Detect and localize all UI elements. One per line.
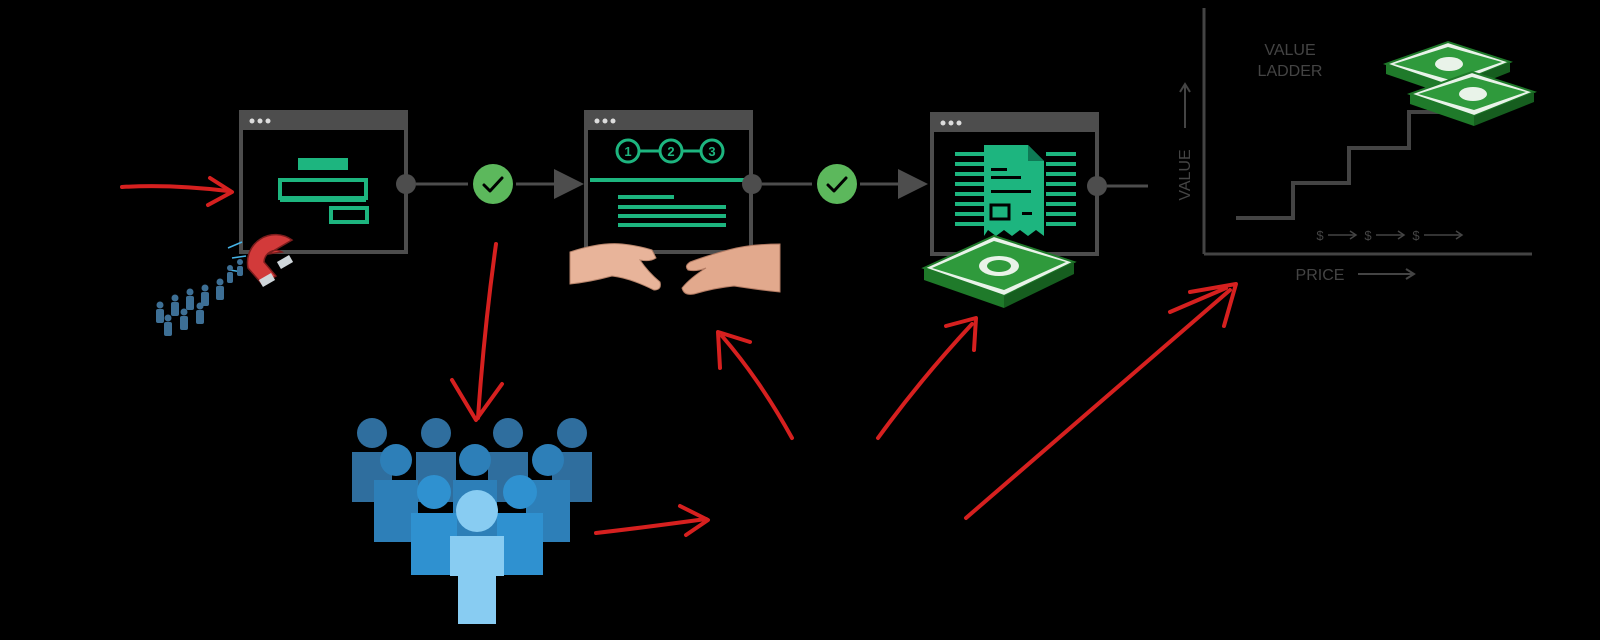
ladder-steps-line — [1236, 110, 1450, 220]
red-arrow-to-ladder-head — [1188, 282, 1238, 328]
x-axis-label: PRICE — [1296, 267, 1345, 284]
red-arrow-to-ladder — [964, 288, 1232, 520]
step-label-2: $ — [1364, 228, 1372, 243]
red-arrow-to-money-head — [944, 316, 978, 352]
money-stack-icon — [921, 234, 1077, 308]
step-label-1: $ — [1316, 228, 1324, 243]
chart-title-line-2: LADDER — [1258, 63, 1323, 80]
handshake-icon — [569, 243, 781, 295]
magnet-icon — [227, 233, 294, 287]
red-arrow-to-crowd — [476, 242, 498, 420]
check-badge-2 — [817, 164, 857, 204]
step-label-3: $ — [1412, 228, 1420, 243]
audience-crowd-icon — [352, 418, 592, 624]
red-arrow-crowd-right-head — [678, 504, 710, 537]
step-number-2: 2 — [667, 144, 674, 159]
check-badge-1 — [473, 164, 513, 204]
money-stack-top-icon — [1382, 40, 1537, 126]
red-arrows — [120, 176, 1238, 537]
y-axis-label: VALUE — [1177, 149, 1194, 200]
small-crowd-icon — [156, 259, 243, 336]
optin-page-window — [239, 110, 408, 254]
connector-node-1 — [396, 174, 416, 194]
steps-page-window: 1 2 3 — [584, 110, 753, 254]
red-arrow-to-handshake-head — [716, 330, 752, 370]
connector-node-3 — [1087, 176, 1107, 196]
chart-title-line-1: VALUE — [1264, 42, 1315, 59]
step-number-1: 1 — [624, 144, 631, 159]
red-arrow-to-crowd-head — [450, 378, 504, 422]
red-arrow-into-optin — [120, 184, 230, 193]
red-arrow-into-optin-head — [206, 176, 234, 207]
red-arrow-to-ladder-stroke — [1168, 286, 1228, 314]
red-arrow-crowd-right — [594, 517, 708, 535]
red-arrow-to-handshake — [720, 334, 794, 440]
invoice-page-window — [930, 112, 1099, 256]
red-arrow-to-money — [876, 322, 974, 440]
step-number-3: 3 — [708, 144, 715, 159]
connector-node-2 — [742, 174, 762, 194]
value-ladder-chart: VALUE LADDER VALUE PRICE $ $ $ — [1177, 8, 1532, 284]
